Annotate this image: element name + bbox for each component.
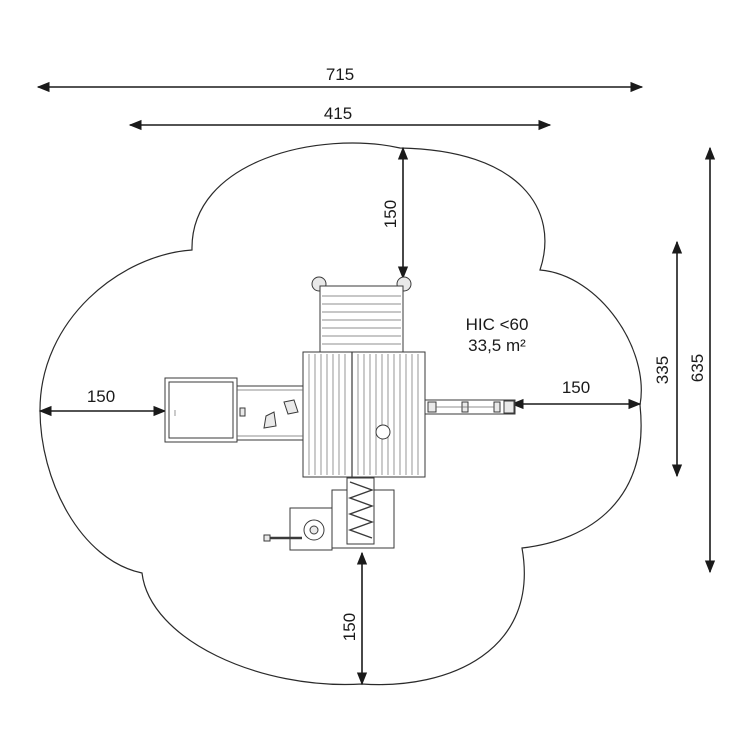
safety-top-label: 150 xyxy=(381,200,400,228)
overall-depth-label: 635 xyxy=(688,354,707,382)
safety-left-label: 150 xyxy=(87,387,115,406)
hic-label: HIC <60 xyxy=(466,315,529,334)
safety-bottom-label: 150 xyxy=(340,613,359,641)
bottom-left-climber xyxy=(263,507,333,551)
play-equipment-plan xyxy=(164,276,516,551)
safety-right-label: 150 xyxy=(562,378,590,397)
bottom-tower xyxy=(331,477,395,549)
left-platform xyxy=(164,377,238,443)
equipment-depth-label: 335 xyxy=(653,356,672,384)
central-deck xyxy=(302,351,426,478)
equipment-width-label: 415 xyxy=(324,104,352,123)
right-rail xyxy=(424,399,516,415)
overall-width-label: 715 xyxy=(326,65,354,84)
area-label: 33,5 m² xyxy=(468,336,526,355)
safety-zone-outline xyxy=(39,142,642,686)
top-ramp xyxy=(311,276,412,353)
left-bridge xyxy=(236,385,304,441)
